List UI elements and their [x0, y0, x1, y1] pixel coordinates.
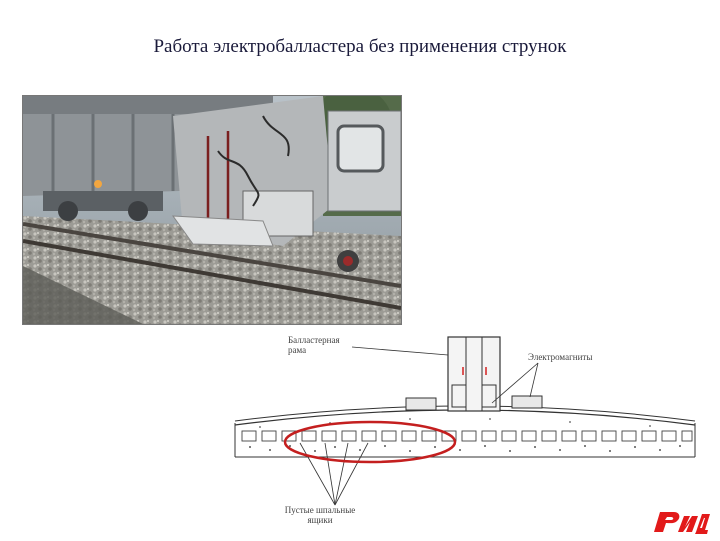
- electromagnet-left: [406, 398, 436, 410]
- machine-photo: [22, 95, 402, 325]
- label-electromagnets: Электромагниты: [528, 352, 592, 362]
- slide-title: Работа электробалластера без применения …: [0, 36, 720, 58]
- label-ballast-frame: Балластерная рама: [288, 335, 340, 355]
- machine-photo-illustration: [23, 96, 401, 324]
- ballast-frame-diagram: Балластерная рама Электромагниты Пустые …: [230, 325, 700, 535]
- sleepers: [242, 431, 692, 441]
- rzd-logo: [650, 506, 712, 536]
- ballast-frame: [448, 337, 500, 411]
- rzd-logo-mark: [650, 506, 712, 536]
- electromagnet-right: [512, 396, 542, 408]
- highlight-ellipse: [285, 422, 455, 462]
- diagram-drawing: [230, 325, 700, 535]
- label-empty-sleeper-boxes: Пустые шпальные ящики: [270, 505, 370, 525]
